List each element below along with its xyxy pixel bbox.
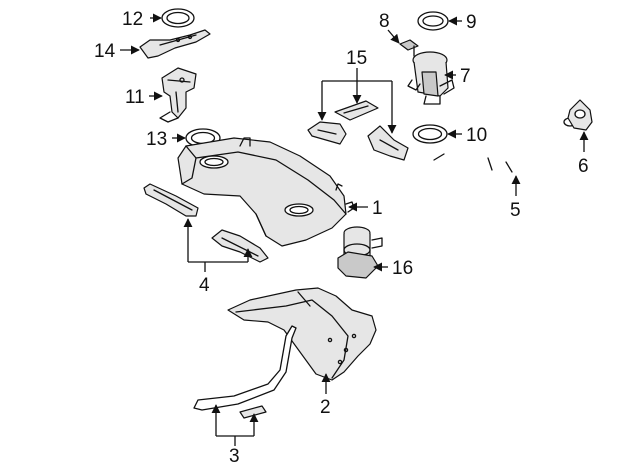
part-11-sender [159,67,197,123]
part-5-filler-pipe [430,116,577,202]
callout-3: 3 [229,446,240,467]
callout-labels: 12 14 11 13 8 9 7 15 10 1 6 5 16 4 2 3 [94,9,589,467]
callout-9: 9 [466,12,477,33]
part-3-straps [193,325,297,419]
callout-10: 10 [466,125,487,146]
callout-12: 12 [122,9,143,30]
part-6-filler-housing [567,99,593,131]
part-8-seal [399,39,419,51]
callout-13: 13 [146,129,167,150]
callout-5: 5 [510,200,521,221]
part-10-gasket [412,124,448,144]
part-2-heat-shield [227,287,377,381]
callout-14: 14 [94,41,116,62]
callout-6: 6 [578,156,589,177]
callout-4: 4 [199,275,210,296]
callout-1: 1 [372,198,383,219]
part-1-fuel-tank [177,137,355,247]
leaders [120,13,589,446]
callout-7: 7 [460,66,471,87]
callout-15: 15 [346,48,367,69]
part-15-shields [307,100,409,161]
callout-16: 16 [392,258,413,279]
callout-11: 11 [125,87,145,108]
part-7-fuel-pump [407,45,455,105]
part-4-brackets [143,183,269,263]
callout-2: 2 [320,397,331,418]
callout-8: 8 [379,11,390,32]
part-9-gasket [417,11,449,31]
part-16-valve [337,226,383,279]
part-14-strap [139,29,211,59]
part-12-gasket [161,8,195,28]
